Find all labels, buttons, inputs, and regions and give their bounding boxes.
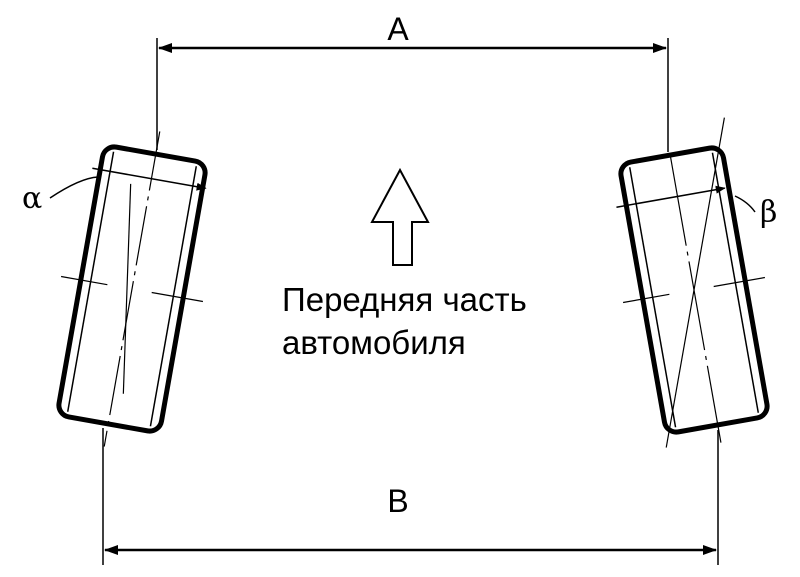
up-arrow-icon	[370, 167, 430, 266]
dimension-label-b: B	[387, 483, 408, 519]
angle-leader-right	[734, 195, 756, 213]
angle-label-beta: β	[760, 195, 777, 230]
dimension-b: B	[102, 428, 719, 565]
left-wheel	[56, 131, 208, 447]
right-wheel	[616, 117, 770, 448]
caption-line-1: Передняя часть	[282, 281, 527, 318]
dimension-label-a: A	[387, 11, 409, 47]
angle-leader-left	[49, 176, 99, 199]
angle-label-alpha: α	[22, 181, 42, 216]
caption-line-2: автомобиля	[282, 324, 466, 361]
dimension-a: A	[156, 11, 669, 152]
